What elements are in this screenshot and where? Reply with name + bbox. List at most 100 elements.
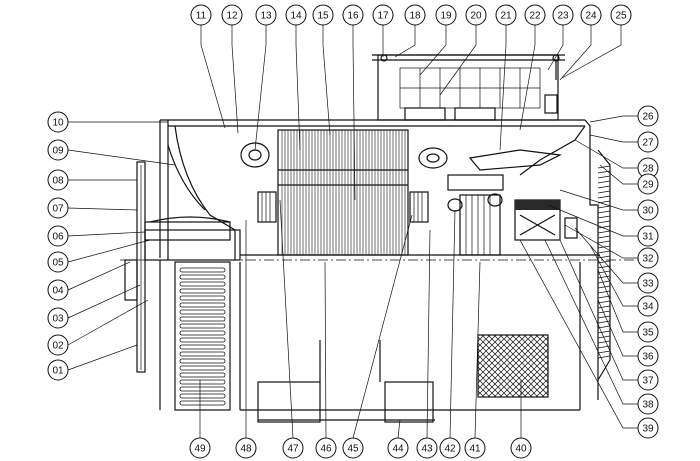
callout-15: 15	[312, 4, 334, 136]
callout-40: 40	[510, 380, 532, 459]
right-finned-cover	[597, 149, 611, 381]
callout-label: 18	[409, 11, 421, 22]
callout-03: 03	[47, 284, 141, 329]
callout-18: 18	[394, 4, 426, 58]
callout-02: 02	[47, 299, 149, 356]
callout-11: 11	[190, 4, 226, 129]
callout-label: 14	[290, 11, 302, 22]
callout-label: 16	[347, 11, 359, 22]
callout-21: 21	[495, 4, 517, 151]
left-fan-bearing	[124, 161, 231, 373]
callout-23: 23	[547, 4, 574, 71]
callout-label: 24	[585, 11, 597, 22]
callout-label: 31	[642, 232, 654, 243]
terminal-box	[372, 54, 565, 121]
callout-label: 17	[377, 11, 389, 22]
nameplate	[477, 334, 549, 398]
motor-foot	[257, 340, 435, 423]
callout-label: 28	[642, 164, 654, 175]
callout-07: 07	[47, 197, 138, 219]
callout-label: 41	[469, 444, 481, 455]
callout-10: 10	[47, 111, 168, 133]
callout-48: 48	[235, 220, 257, 459]
callout-12: 12	[221, 4, 243, 134]
callout-label: 15	[317, 11, 329, 22]
callout-label: 23	[557, 11, 569, 22]
callout-label: 08	[52, 176, 64, 187]
callout-08: 08	[47, 169, 137, 191]
callout-label: 37	[642, 376, 654, 387]
callout-46: 46	[315, 261, 337, 459]
callout-28: 28	[574, 139, 659, 179]
callout-24: 24	[559, 4, 602, 81]
callout-label: 49	[194, 444, 206, 455]
callout-label: 21	[500, 11, 512, 22]
callout-09: 09	[47, 139, 176, 166]
callout-label: 06	[52, 232, 64, 243]
callout-label: 39	[642, 424, 654, 435]
callout-45: 45	[342, 214, 413, 459]
callout-26: 26	[589, 105, 659, 127]
callout-label: 43	[421, 444, 433, 455]
callout-38: 38	[544, 239, 659, 415]
callout-label: 20	[470, 11, 482, 22]
callout-06: 06	[47, 225, 146, 247]
callout-label: 09	[52, 146, 64, 157]
callout-label: 40	[515, 444, 527, 455]
callout-41: 41	[464, 261, 486, 459]
callout-label: 36	[642, 352, 654, 363]
callout-label: 33	[642, 279, 654, 290]
callout-27: 27	[589, 131, 659, 153]
callout-label: 10	[52, 118, 64, 129]
callout-label: 13	[260, 11, 272, 22]
callout-label: 30	[642, 206, 654, 217]
callout-44: 44	[387, 419, 409, 459]
callout-30: 30	[559, 189, 659, 221]
callout-label: 38	[642, 400, 654, 411]
callout-layer: 11 12 13 14 15 16 17 18 19 20 21 22 23 24 25 10 09 08 07 06…	[47, 4, 659, 459]
callout-47: 47	[279, 199, 304, 459]
callout-14: 14	[285, 4, 307, 151]
callout-label: 45	[347, 444, 359, 455]
callout-label: 11	[196, 11, 207, 22]
callout-label: 25	[615, 11, 627, 22]
callout-label: 04	[52, 286, 64, 297]
slip-ring-assembly	[447, 149, 578, 256]
callout-label: 42	[444, 444, 456, 455]
callout-22: 22	[519, 4, 546, 131]
stator-windings	[240, 142, 448, 223]
callout-37: 37	[559, 239, 659, 391]
callout-label: 19	[440, 11, 452, 22]
callout-32: 32	[564, 224, 659, 269]
callout-label: 34	[642, 302, 654, 313]
callout-label: 26	[642, 112, 654, 123]
callout-13: 13	[254, 4, 277, 151]
callout-25: 25	[561, 4, 632, 79]
callout-01: 01	[47, 344, 138, 381]
callout-label: 22	[529, 11, 541, 22]
callout-31: 31	[547, 204, 659, 247]
callout-35: 35	[597, 269, 659, 343]
callout-20: 20	[439, 4, 487, 96]
callout-label: 32	[642, 254, 654, 265]
callout-05: 05	[47, 239, 151, 273]
callout-17: 17	[372, 4, 394, 57]
callout-label: 12	[226, 11, 238, 22]
lower-finned-housing	[174, 261, 231, 411]
callout-label: 44	[392, 444, 404, 455]
callout-29: 29	[599, 164, 659, 195]
callout-label: 29	[642, 180, 654, 191]
callout-label: 07	[52, 204, 64, 215]
callout-42: 42	[439, 209, 461, 459]
callout-label: 01	[52, 366, 64, 377]
callout-label: 47	[287, 444, 299, 455]
callout-36: 36	[597, 299, 659, 367]
callout-label: 27	[642, 138, 654, 149]
stator-core	[277, 129, 409, 256]
callout-16: 16	[342, 4, 364, 201]
callout-39: 39	[519, 239, 659, 439]
callout-label: 03	[52, 314, 64, 325]
callout-34: 34	[589, 244, 659, 317]
callout-04: 04	[47, 261, 131, 301]
